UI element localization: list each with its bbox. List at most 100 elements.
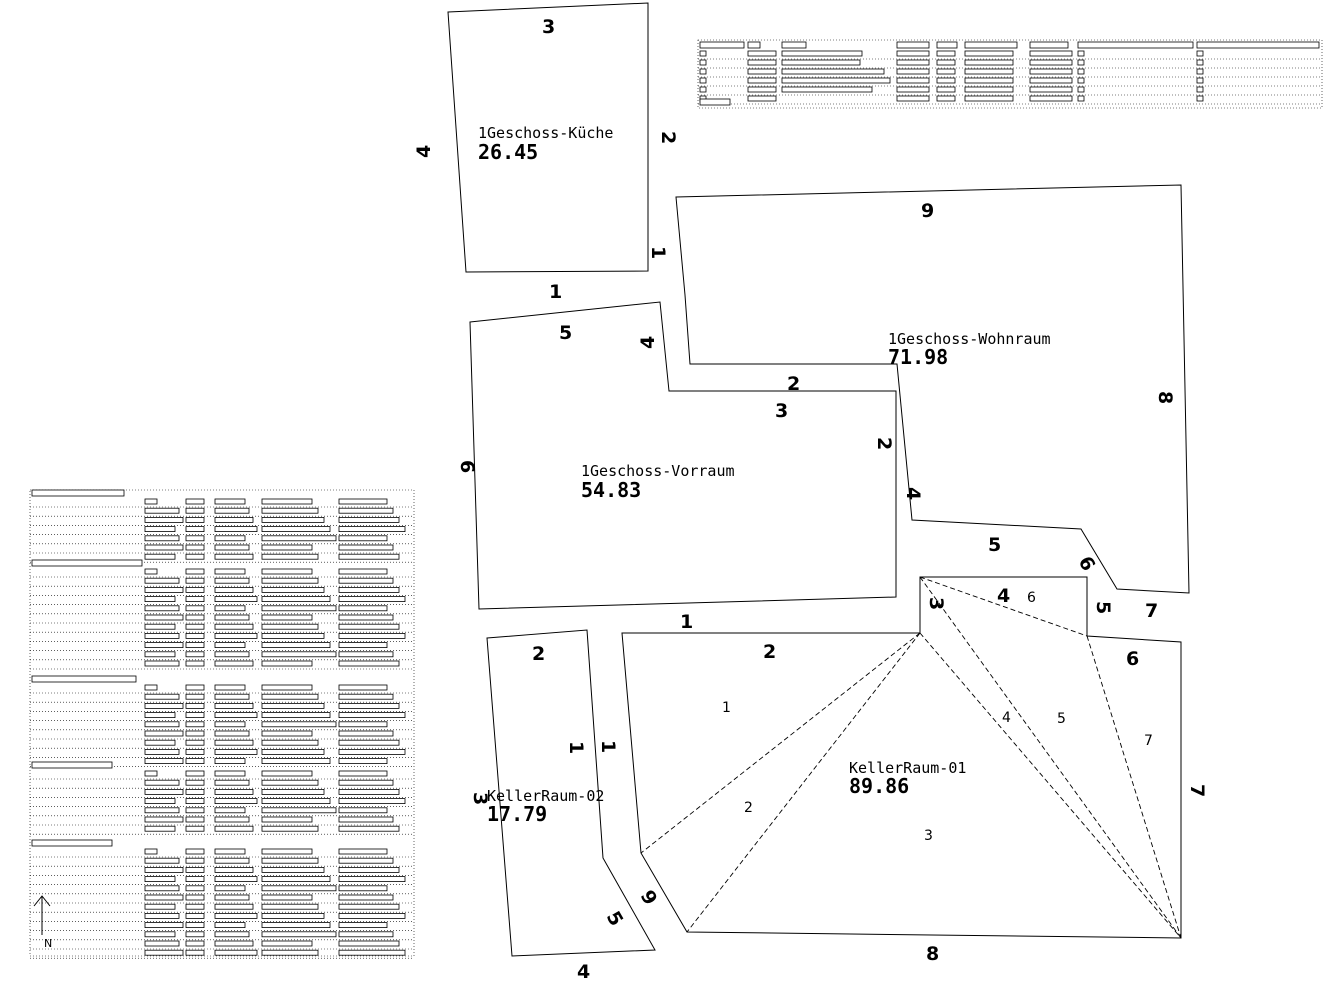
table-cell-glyph: [214, 568, 246, 575]
table-cell-glyph: [1196, 59, 1204, 66]
table-cell-glyph: [338, 633, 406, 639]
table-cell-glyph: [144, 544, 184, 551]
table-cell-glyph: [261, 825, 319, 832]
table-cell-glyph: [338, 553, 400, 560]
table-cell-glyph: [214, 587, 254, 593]
edge-label: 3: [925, 597, 947, 610]
room-name: 1Geschoss-Vorraum: [581, 462, 735, 480]
table-cell-glyph: [338, 568, 388, 575]
room-name: 1Geschoss-Küche: [478, 124, 613, 142]
table-cell-glyph: [338, 807, 388, 814]
table-cell-glyph: [261, 587, 325, 593]
triangle-label: 7: [1144, 733, 1153, 749]
table-cell-glyph: [964, 86, 1014, 93]
table-cell-glyph: [144, 798, 176, 804]
table-cell-glyph: [338, 857, 394, 864]
table-cell-glyph: [699, 86, 707, 93]
table-cell-glyph: [144, 825, 176, 832]
table-cell-glyph: [214, 660, 254, 667]
table-cell-glyph: [261, 721, 337, 728]
table-cell-glyph: [214, 739, 254, 746]
table-cell-glyph: [185, 605, 205, 612]
table-cell-glyph: [896, 95, 930, 102]
table-cell-glyph: [144, 913, 180, 919]
table-cell-glyph: [214, 614, 250, 621]
table-cell-glyph: [781, 41, 807, 49]
edge-label: 4: [997, 585, 1010, 607]
table-cell-glyph: [185, 684, 205, 691]
table-cell-glyph: [214, 507, 250, 514]
table-cell-glyph: [214, 931, 250, 938]
table-cell-glyph: [261, 867, 325, 873]
table-cell-glyph: [214, 798, 258, 804]
room-area: 89.86: [849, 774, 909, 798]
table-cell-glyph: [261, 642, 331, 648]
edge-label: 6: [1074, 553, 1100, 575]
table-cell-glyph: [1029, 59, 1073, 66]
triangle-label: 5: [1057, 711, 1066, 727]
table-cell-glyph: [144, 703, 184, 709]
table-cell-glyph: [261, 498, 313, 505]
table-cell-glyph: [185, 623, 205, 630]
table-cell-glyph: [214, 703, 254, 709]
table-cell-glyph: [338, 903, 400, 910]
room-area: 17.79: [487, 802, 547, 826]
table-cell-glyph: [144, 770, 158, 777]
table-cell-glyph: [338, 712, 406, 718]
table-cell-glyph: [31, 675, 137, 683]
table-cell-glyph: [896, 86, 930, 93]
table-cell-glyph: [699, 50, 707, 57]
table-cell-glyph: [185, 876, 205, 882]
triangle-label: 2: [744, 800, 753, 816]
table-cell-glyph: [261, 789, 325, 795]
table-cell-glyph: [144, 623, 176, 630]
table-cell-glyph: [338, 913, 406, 919]
table-cell-glyph: [747, 86, 777, 93]
table-cell-glyph: [338, 885, 388, 892]
table-cell-glyph: [185, 798, 205, 804]
table-cell-glyph: [214, 816, 250, 823]
table-cell-glyph: [261, 903, 319, 910]
table-cell-glyph: [185, 721, 205, 728]
table-cell-glyph: [261, 577, 319, 584]
edge-label: 2: [532, 643, 545, 665]
table-cell-glyph: [338, 894, 394, 901]
table-cell-glyph: [185, 779, 205, 786]
table-cell-glyph: [338, 507, 394, 514]
table-cell-glyph: [214, 553, 254, 560]
table-cell-glyph: [31, 489, 125, 497]
table-cell-glyph: [144, 633, 180, 639]
table-cell-glyph: [261, 931, 337, 938]
table-cell-glyph: [261, 913, 325, 919]
edge-label: 9: [921, 200, 934, 222]
edge-label: 6: [1126, 648, 1139, 670]
table-cell-glyph: [1196, 86, 1204, 93]
table-cell-glyph: [144, 940, 180, 947]
edge-label: 6: [456, 460, 478, 473]
edge-label: 4: [413, 145, 435, 158]
table-cell-glyph: [338, 703, 400, 709]
table-cell-glyph: [747, 95, 777, 102]
table-cell-glyph: [214, 596, 258, 602]
table-cell-glyph: [338, 749, 406, 755]
table-cell-glyph: [144, 684, 158, 691]
table-cell-glyph: [214, 758, 246, 764]
table-cell-glyph: [185, 507, 205, 514]
table-cell-glyph: [699, 41, 745, 49]
table-cell-glyph: [214, 605, 246, 612]
edge-label: 7: [1186, 784, 1208, 797]
table-cell-glyph: [144, 749, 180, 755]
table-cell-glyph: [185, 660, 205, 667]
edge-label: 1: [565, 741, 587, 754]
table-cell-glyph: [261, 660, 313, 667]
table-cell-glyph: [261, 535, 337, 542]
table-cell-glyph: [261, 730, 313, 737]
table-cell-glyph: [1029, 95, 1073, 102]
table-cell-glyph: [214, 922, 246, 928]
edge-label: 8: [1154, 391, 1176, 404]
table-cell-glyph: [144, 807, 180, 814]
table-cell-glyph: [144, 857, 180, 864]
table-cell-glyph: [185, 596, 205, 602]
table-cell-glyph: [261, 596, 331, 602]
table-cell-glyph: [261, 553, 319, 560]
